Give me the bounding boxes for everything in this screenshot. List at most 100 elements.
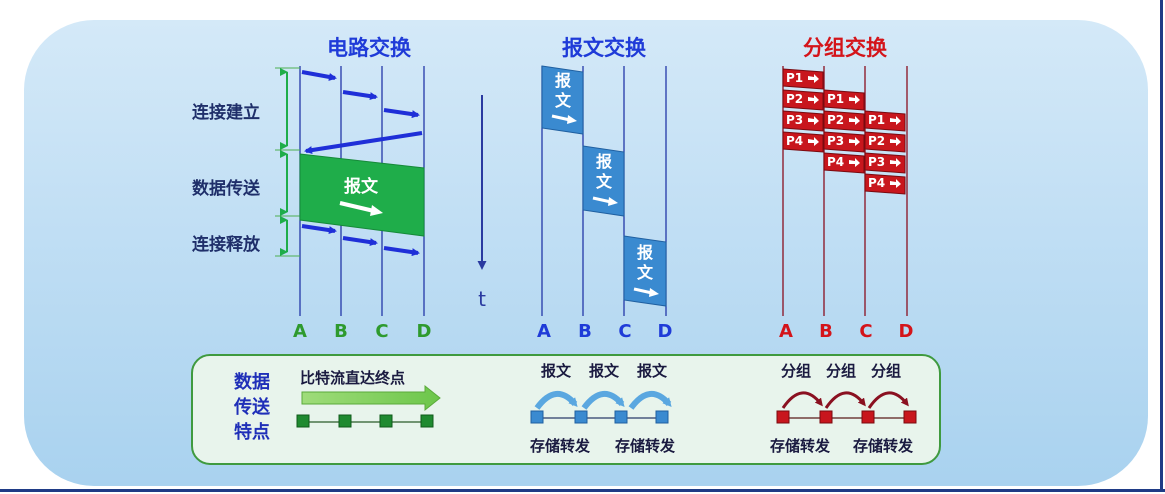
message-node-b: B: [578, 321, 592, 342]
frame-border-bottom: [0, 489, 1165, 492]
message-block-cd: 报 文: [623, 235, 667, 307]
message-block-ab-label-1: 报: [555, 71, 571, 90]
packet-block: P4: [782, 131, 824, 153]
message-store-forward-1: 存储转发: [530, 437, 591, 455]
packet-block: P2: [864, 131, 906, 153]
packet-feature-label-2: 分组: [826, 362, 856, 380]
packet-node-c: C: [859, 321, 872, 342]
circuit-data-label: 报文: [344, 176, 379, 197]
packet-block: P2: [823, 110, 865, 132]
message-block-ab-label-2: 文: [555, 91, 572, 110]
packet-block: P1: [782, 68, 824, 90]
packet-arrow-icon: [808, 137, 819, 146]
packet-node-d: D: [899, 321, 914, 342]
features-box: 数据 传送 特点 比特流直达终点 报文 报文 报文 存储转发 存储转: [191, 354, 941, 465]
circuit-data-arrow: [339, 201, 383, 216]
message-switching-title: 报文交换: [562, 36, 647, 60]
packet-label: P4: [868, 176, 885, 190]
message-feature-label-3: 报文: [637, 362, 668, 380]
circuit-node-b: B: [334, 321, 348, 342]
packet-label: P1: [868, 113, 885, 127]
packet-label: P2: [868, 134, 885, 148]
packet-arrow-icon: [808, 95, 819, 104]
packet-arrow-icon: [849, 95, 860, 104]
packet-node-a: A: [779, 321, 793, 342]
packet-store-forward-1: 存储转发: [770, 437, 831, 455]
message-block-cd-label-1: 报: [637, 243, 653, 262]
message-feature-label-1: 报文: [541, 362, 572, 380]
message-store-forward-2: 存储转发: [615, 437, 676, 455]
message-feature-label-2: 报文: [589, 362, 620, 380]
packet-block: P3: [782, 110, 824, 132]
release-arrow-ab: [301, 224, 337, 235]
setup-arrow-bc: [342, 90, 378, 101]
time-axis: t: [477, 95, 487, 311]
message-block-bc-label-1: 报: [596, 152, 612, 171]
packet-label: P2: [786, 92, 803, 106]
features-title-line-2: 传送: [233, 396, 271, 418]
message-switching-section: 报 文 报 文 报 文 A B C D: [537, 65, 673, 342]
setup-ack-arrow: [304, 131, 423, 155]
phase-label-release: 连接释放: [192, 234, 261, 255]
packet-block: P4: [864, 173, 906, 195]
release-arrow-bc: [342, 236, 378, 247]
packet-label: P4: [786, 134, 803, 148]
packet-label: P4: [827, 155, 844, 169]
circuit-switching-title: 电路交换: [327, 36, 412, 60]
packet-node-b: B: [819, 321, 833, 342]
packet-label: P2: [827, 113, 844, 127]
message-block-ab: 报 文: [541, 65, 584, 135]
circuit-node-a: A: [293, 321, 307, 342]
circuit-feature-nodes: [296, 414, 434, 428]
packet-label: P3: [868, 155, 885, 169]
packet-block: P4: [823, 152, 865, 174]
message-node-c: C: [618, 321, 631, 342]
time-axis-label: t: [478, 287, 486, 311]
packet-feature-label-3: 分组: [871, 362, 901, 380]
packet-block: P2: [782, 89, 824, 111]
packet-feature-label-1: 分组: [781, 362, 811, 380]
packet-feature-nodes: [776, 410, 917, 424]
circuit-node-d: D: [417, 321, 432, 342]
phase-label-transfer: 数据传送: [192, 178, 261, 199]
packet-store-forward-2: 存储转发: [853, 437, 914, 455]
features-title-line-1: 数据: [234, 371, 270, 393]
message-block-cd-label-2: 文: [637, 263, 654, 282]
circuit-switching-section: 连接建立 数据传送 连接释放 报文 A B C D: [192, 66, 431, 342]
packet-block: P3: [864, 152, 906, 174]
packet-label: P3: [786, 113, 803, 127]
message-feature-nodes: [530, 410, 669, 424]
packet-block: P1: [823, 89, 865, 111]
setup-arrow-cd: [383, 108, 420, 119]
packet-arrow-icon: [890, 158, 901, 167]
packet-arrow-icon: [849, 137, 860, 146]
packet-label: P1: [786, 71, 803, 85]
message-node-d: D: [658, 321, 673, 342]
packet-curve-arrows: [781, 391, 909, 409]
release-arrow-cd: [383, 246, 420, 257]
phase-label-setup: 连接建立: [192, 102, 260, 123]
message-block-bc-label-2: 文: [596, 172, 613, 191]
packet-arrow-icon: [808, 74, 819, 83]
setup-arrow-ab: [301, 70, 337, 81]
circuit-node-c: C: [375, 321, 388, 342]
packet-block: P3: [823, 131, 865, 153]
packet-arrow-icon: [890, 137, 901, 146]
packet-arrow-icon: [849, 116, 860, 125]
frame-border-right: [1160, 0, 1163, 492]
message-node-a: A: [537, 321, 551, 342]
features-title-line-3: 特点: [234, 421, 270, 443]
message-block-bc: 报 文: [582, 145, 625, 217]
packet-arrow-icon: [890, 179, 901, 188]
message-curve-arrows: [534, 391, 672, 410]
packet-block: P1: [864, 110, 906, 132]
circuit-data-block: [299, 153, 425, 237]
packet-switching-title: 分组交换: [803, 36, 888, 60]
packet-arrow-icon: [849, 158, 860, 167]
bitstream-arrow: [301, 384, 441, 412]
packet-arrow-icon: [890, 116, 901, 125]
packet-label: P1: [827, 92, 844, 106]
